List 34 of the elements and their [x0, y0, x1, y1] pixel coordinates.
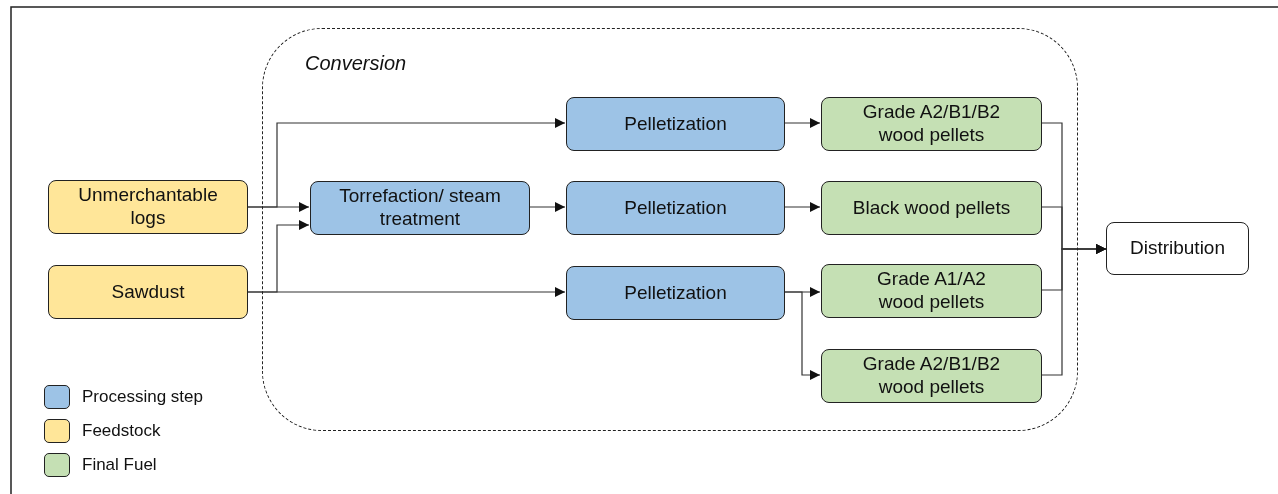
arrow: [783, 291, 821, 380]
node-label: Distribution: [1129, 237, 1225, 260]
node-label: Torrefaction/ steam treatment: [338, 185, 502, 231]
arrow: [247, 287, 566, 297]
fuel-box: [821, 349, 1042, 403]
group-label: Conversion: [305, 51, 407, 75]
legend-label: Feedstock: [82, 421, 161, 441]
arrow: [1040, 244, 1107, 376]
process-box: [566, 266, 785, 320]
process-box: [566, 181, 785, 235]
node-label: Black wood pellets: [852, 196, 1011, 220]
feedstock-box: [48, 180, 248, 234]
node-label: Sawdust: [111, 280, 185, 304]
process-box: [566, 97, 785, 151]
node-label: Grade A1/A2 wood pellets: [876, 268, 987, 314]
group-boundary: [262, 28, 1078, 431]
feedstock-box: [48, 265, 248, 319]
node-label: Grade A2/B1/B2 wood pellets: [861, 101, 1002, 147]
node-label: Pelletization: [624, 196, 727, 220]
arrow: [528, 202, 566, 212]
node-label: Pelletization: [624, 112, 727, 136]
fuel-box: [821, 97, 1042, 151]
arrow: [247, 202, 310, 212]
output-box: [1106, 222, 1249, 275]
node-label: Unmerchantable logs: [77, 184, 219, 230]
arrow: [783, 118, 821, 128]
legend-label: Processing step: [82, 387, 203, 407]
node-label: Pelletization: [624, 281, 727, 305]
arrow: [783, 202, 821, 212]
fuel-box: [821, 181, 1042, 235]
process-box: [310, 181, 530, 235]
legend-label: Final Fuel: [82, 455, 157, 475]
node-label: Grade A2/B1/B2 wood pellets: [861, 353, 1002, 399]
fuel-box: [821, 264, 1042, 318]
